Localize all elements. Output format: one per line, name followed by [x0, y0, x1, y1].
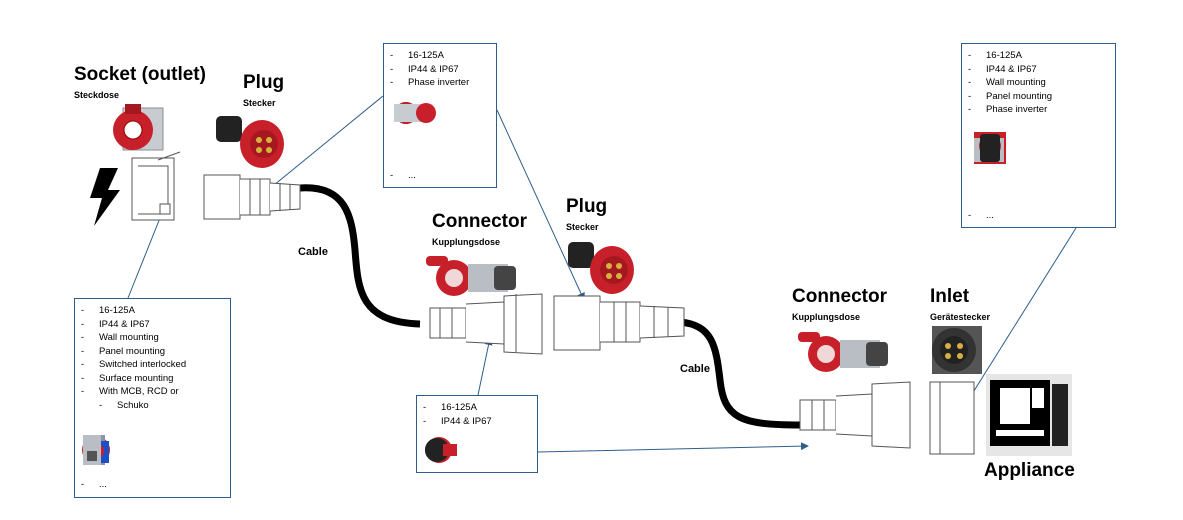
socket-spec-6: Surface mounting: [81, 372, 224, 386]
socket-thumb-switched-icon: [83, 435, 101, 465]
socket-spec-8: Schuko: [81, 399, 224, 413]
socket-spec-7: With MCB, RCD or: [81, 385, 224, 399]
inlet-box-more: -...: [968, 209, 994, 221]
inlet-thumb-black-icon: [980, 134, 1000, 162]
inlet-subtitle: Gerätestecker: [930, 312, 991, 322]
socket-spec-3: Wall mounting: [81, 331, 224, 345]
socket-icon: [113, 104, 164, 151]
inlet-info-box: 16-125A IP44 & IP67 Wall mounting Panel …: [961, 43, 1116, 228]
plug1-diagram: [203, 174, 301, 220]
inlet-icon: [932, 326, 982, 374]
arrow-socketbox-to-socket: [127, 217, 161, 299]
socket-spec-5: Switched interlocked: [81, 358, 224, 372]
plug-icon: [568, 242, 634, 294]
plug-thumb-inverter-icon: [394, 103, 436, 123]
connector2-diagram: [799, 381, 911, 449]
socket-title: Socket (outlet): [74, 64, 206, 85]
inlet-spec-3: Wall mounting: [968, 76, 1109, 90]
connector-icon: [798, 332, 888, 372]
arrow-connbox-to-connector: [477, 337, 493, 396]
connector-thumb-black-icon: [425, 438, 457, 462]
plug-icon: [216, 116, 284, 168]
connector1-diagram: [429, 293, 543, 355]
cable2-label: Cable: [680, 363, 710, 375]
arrow-plugbox-to-plug2: [496, 109, 585, 301]
connector2-subtitle: Kupplungsdose: [792, 312, 860, 322]
connector-info-box: 16-125A IP44 & IP67: [416, 395, 538, 473]
cable-1: [299, 184, 421, 328]
inlet-spec-4: Panel mounting: [968, 90, 1109, 104]
socket-subtitle: Steckdose: [74, 90, 120, 100]
appliance-icon: [986, 374, 1072, 456]
plug-box-more: -...: [390, 169, 416, 181]
connector1-subtitle: Kupplungsdose: [432, 237, 500, 247]
inlet-spec-1: 16-125A: [968, 49, 1109, 63]
connector1-title: Connector: [432, 211, 527, 232]
plug1-title: Plug: [243, 72, 285, 93]
connector-spec-1: 16-125A: [423, 401, 531, 415]
inlet-title: Inlet: [930, 286, 970, 307]
plug-spec-3: Phase inverter: [390, 76, 490, 90]
connector-spec-2: IP44 & IP67: [423, 415, 531, 429]
plug-info-box: 16-125A IP44 & IP67 Phase inverter -...: [383, 43, 497, 188]
arrow-plugbox-to-plug: [267, 95, 384, 191]
plug2-diagram: [553, 295, 685, 351]
connector2-title: Connector: [792, 286, 887, 307]
arrow-inletbox-to-inlet: [961, 227, 1077, 411]
socket-spec-1: 16-125A: [81, 304, 224, 318]
inlet-diagram: [929, 381, 975, 455]
wall-socket-diagram: [131, 151, 181, 221]
plug1-subtitle: Stecker: [243, 98, 276, 108]
plug2-subtitle: Stecker: [566, 222, 599, 232]
socket-box-more: -...: [81, 478, 107, 490]
cable1-label: Cable: [298, 246, 328, 258]
socket-spec-2: IP44 & IP67: [81, 318, 224, 332]
inlet-spec-5: Phase inverter: [968, 103, 1109, 117]
socket-info-box: 16-125A IP44 & IP67 Wall mounting Panel …: [74, 298, 231, 498]
plug-spec-1: 16-125A: [390, 49, 490, 63]
connector-icon: [426, 256, 516, 296]
socket-spec-4: Panel mounting: [81, 345, 224, 359]
lightning-icon: [90, 168, 120, 226]
appliance-title: Appliance: [984, 460, 1075, 481]
inlet-spec-2: IP44 & IP67: [968, 63, 1109, 77]
plug-spec-2: IP44 & IP67: [390, 63, 490, 77]
cable-2: [679, 318, 801, 429]
plug2-title: Plug: [566, 196, 608, 217]
arrow-connbox-to-connector2: [537, 442, 809, 453]
